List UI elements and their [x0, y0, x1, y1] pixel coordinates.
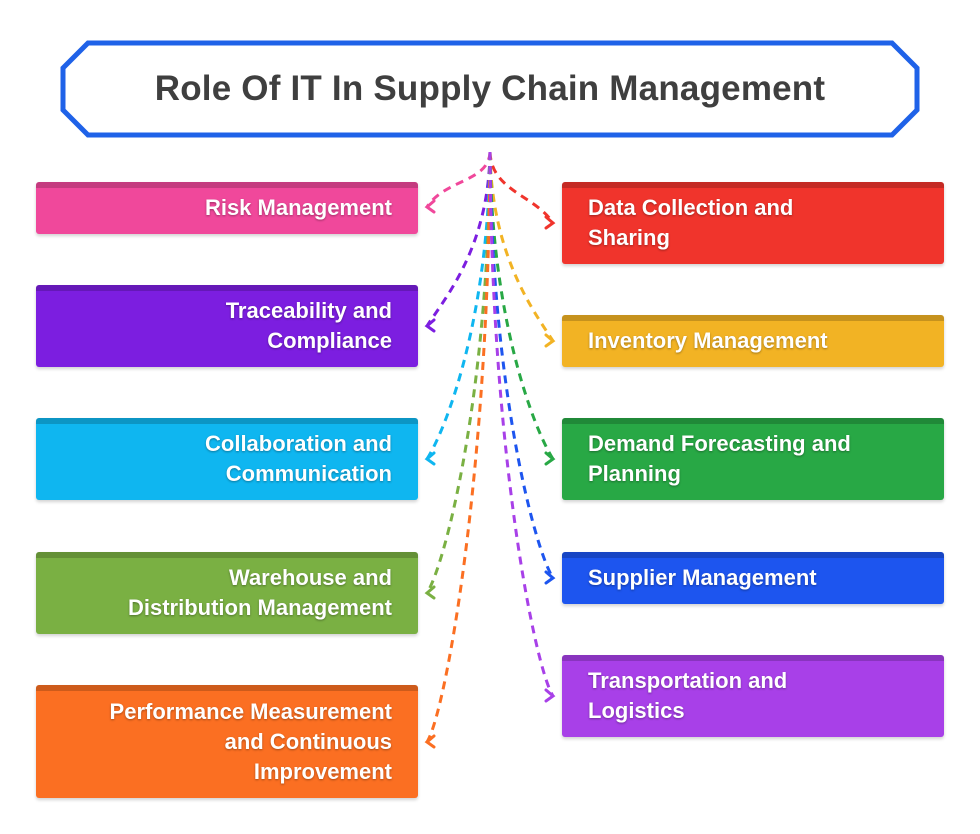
collaboration-communication-box: Collaboration and Communication: [36, 418, 418, 500]
diagram-title: Role Of IT In Supply Chain Management: [154, 69, 826, 108]
demand-forecasting-label: Demand Forecasting and Planning: [588, 431, 851, 486]
warehouse-distribution-box: Warehouse and Distribution Management: [36, 552, 418, 634]
connector-inventory: [488, 151, 555, 342]
supplier-management-box: Supplier Management: [562, 552, 944, 604]
data-collection-label: Data Collection and Sharing: [588, 195, 794, 250]
connector-warehouse: [425, 151, 492, 594]
arrowhead-traceability: [424, 318, 436, 333]
connector-performance: [425, 151, 492, 743]
inventory-management-label: Inventory Management: [588, 328, 828, 353]
arrowhead-transport: [544, 688, 556, 703]
arrowhead-supplier: [544, 570, 556, 585]
performance-measurement-box: Performance Measurement and Continuous I…: [36, 685, 418, 798]
arrowhead-performance: [424, 734, 436, 749]
arrowhead-inventory: [544, 333, 556, 348]
connector-risk: [425, 151, 492, 208]
warehouse-distribution-label: Warehouse and Distribution Management: [127, 565, 392, 620]
arrowhead-warehouse: [424, 585, 436, 600]
arrowhead-demand: [544, 451, 556, 466]
arrowhead-collaboration: [424, 451, 436, 466]
performance-measurement-label: Performance Measurement and Continuous I…: [109, 698, 392, 784]
arrowhead-risk: [424, 199, 436, 214]
transportation-logistics-box: Transportation and Logistics: [562, 655, 944, 737]
data-collection-box: Data Collection and Sharing: [562, 182, 944, 264]
arrowhead-data: [544, 215, 556, 230]
demand-forecasting-box: Demand Forecasting and Planning: [562, 418, 944, 500]
inventory-management-box: Inventory Management: [562, 315, 944, 367]
collaboration-communication-label: Collaboration and Communication: [205, 431, 392, 486]
traceability-compliance-label: Traceability and Compliance: [225, 298, 392, 353]
risk-management-label: Risk Management: [204, 195, 392, 220]
transportation-logistics-label: Transportation and Logistics: [588, 668, 788, 723]
connector-demand: [488, 151, 555, 460]
connector-traceability: [425, 151, 492, 327]
connector-transport: [488, 151, 555, 697]
supplier-management-label: Supplier Management: [588, 565, 817, 590]
connector-data: [488, 151, 555, 224]
traceability-compliance-box: Traceability and Compliance: [36, 285, 418, 367]
risk-management-box: Risk Management: [36, 182, 418, 234]
title-frame: [60, 40, 920, 138]
